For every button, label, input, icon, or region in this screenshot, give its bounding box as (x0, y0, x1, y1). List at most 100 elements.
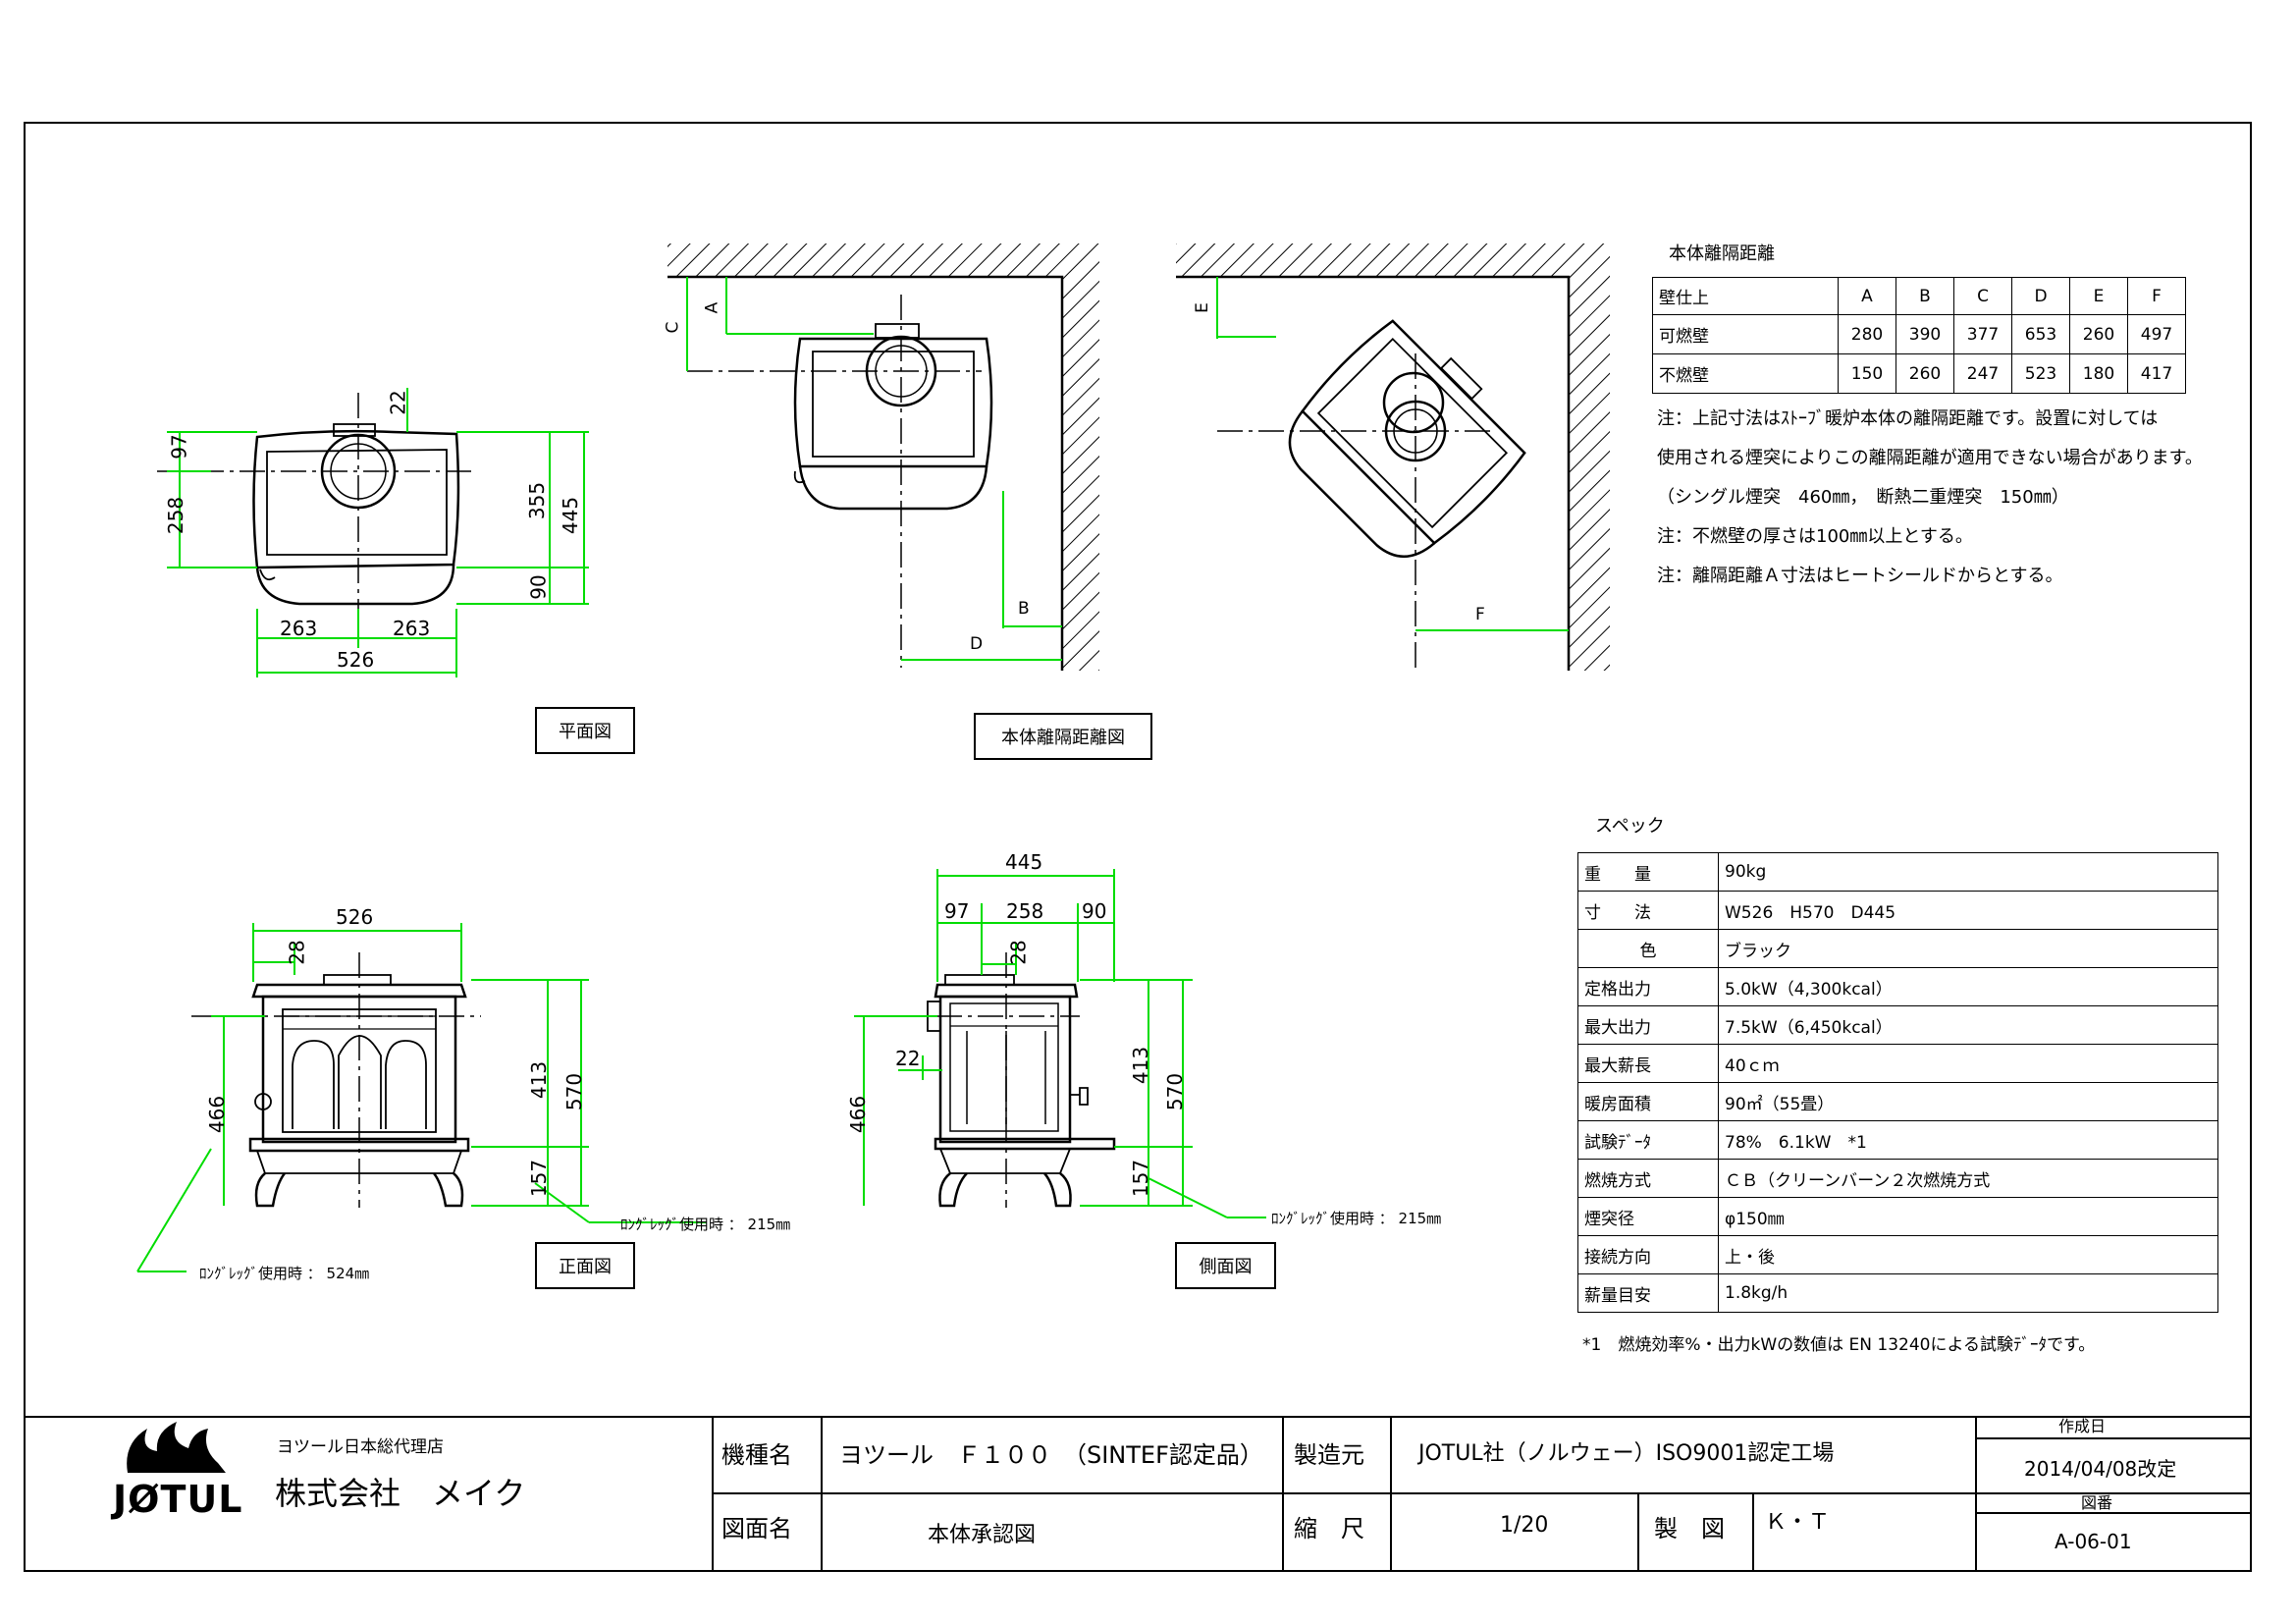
side-dim-466: 466 (846, 1095, 871, 1134)
spec-label: 燃焼方式 (1577, 1159, 1719, 1198)
table-row: 可燃壁 280 390 377 653 260 497 (1652, 314, 2186, 354)
drawing-label: 図面名 (721, 1515, 792, 1542)
clearance-label-A: A (702, 301, 722, 314)
date-value: 2014/04/08改定 (2024, 1457, 2177, 1481)
front-dim-157: 157 (527, 1159, 552, 1198)
spec-value: 5.0kW（4,300kcal） (1718, 967, 2218, 1006)
spec-title: スペック (1595, 816, 1665, 837)
side-view-centerlines (854, 952, 1080, 1208)
clearance-cell: 247 (1953, 353, 2012, 394)
clearance-label-F: F (1475, 605, 1485, 624)
clearance-label-E: E (1192, 302, 1212, 313)
title-block-divider (24, 1416, 2252, 1418)
clearance-note: 注：上記寸法はｽﾄｰﾌﾞ暖炉本体の離隔距離です。設置に対しては (1657, 408, 2159, 429)
plan-dim-90: 90 (526, 574, 551, 600)
title-block-hline-4 (1975, 1512, 2252, 1514)
clearance-cell: 653 (2011, 314, 2070, 354)
front-dim-526: 526 (336, 905, 374, 929)
clearance-note: 使用される煙突によりこの離隔距離が適用できない場合があります。 (1657, 448, 2203, 468)
spec-value: W526 H570 D445 (1718, 891, 2218, 930)
plan-dim-97: 97 (167, 434, 191, 460)
clearance-cell: 523 (2011, 353, 2070, 394)
clearance-header-E: E (2069, 277, 2128, 315)
spec-value: 7.5kW（6,450kcal） (1718, 1005, 2218, 1045)
spec-label: 薪量目安 (1577, 1273, 1719, 1313)
clearance-cell: 497 (2127, 314, 2186, 354)
front-dim-28: 28 (285, 940, 309, 965)
clearance-cell: 280 (1838, 314, 1896, 354)
front-dim-466: 466 (205, 1095, 230, 1134)
clearance-header-B: B (1896, 277, 1954, 315)
clearance-label-C: C (663, 321, 683, 334)
spec-label: 試験ﾃﾞｰﾀ (1577, 1120, 1719, 1160)
clearance-header-D: D (2011, 277, 2070, 315)
spec-value: 90kg (1718, 852, 2218, 892)
title-block-vline-6 (1752, 1494, 1754, 1572)
model-value: ヨツール Ｆ１００ （SINTEF認定品） (839, 1441, 1263, 1469)
front-dim-570: 570 (562, 1072, 587, 1111)
clearance-cell: 260 (2069, 314, 2128, 354)
drawing-value: 本体承認図 (928, 1523, 1037, 1547)
plan-dim-22: 22 (386, 390, 410, 415)
side-dim-413: 413 (1129, 1046, 1153, 1085)
clearance-header-F: F (2127, 277, 2186, 315)
plan-dim-526: 526 (337, 648, 375, 672)
agency-text: ヨツール日本総代理店 (277, 1437, 444, 1457)
plan-dim-445: 445 (559, 496, 583, 535)
table-row: 接続方向上・後 (1577, 1235, 2218, 1274)
number-value: A-06-01 (2055, 1530, 2132, 1553)
title-block-hline-2 (1975, 1437, 2252, 1439)
plan-dim-263-right: 263 (393, 617, 431, 640)
front-view-centerlines (191, 952, 481, 1208)
drafter-label: 製 図 (1654, 1515, 1725, 1542)
title-block-vline-4 (1390, 1416, 1392, 1572)
clearance-cell: 260 (1896, 353, 1954, 394)
clearance-wall-2 (1176, 243, 1610, 671)
spec-label: 最大薪長 (1577, 1044, 1719, 1083)
title-block-hline-1 (712, 1492, 1975, 1494)
side-long-leg-note: ﾛﾝｸﾞﾚｯｸﾞ使用時 ： 215㎜ (1271, 1210, 1442, 1227)
side-dim-445: 445 (1005, 850, 1043, 874)
jotul-flame-icon (127, 1422, 226, 1473)
clearance-note: 注：不燃壁の厚さは100㎜以上とする。 (1657, 526, 1973, 547)
clearance-centerlines-1 (687, 295, 982, 668)
title-block-vline-5 (1637, 1494, 1639, 1572)
spec-value: 78% 6.1kW *1 (1718, 1120, 2218, 1160)
table-row: 色ブラック (1577, 929, 2218, 968)
clearance-note: （シングル煙突 460㎜， 断熱二重煙突 150㎜） (1657, 487, 2069, 508)
spec-footnote: *1 燃焼効率%・出力kWの数値は EN 13240による試験ﾃﾞｰﾀです。 (1582, 1335, 2096, 1355)
clearance-header-A: A (1838, 277, 1896, 315)
side-dim-570: 570 (1163, 1072, 1188, 1111)
clearance-cell: 390 (1896, 314, 1954, 354)
sheet-border (24, 122, 2252, 1572)
clearance-stove-1 (793, 323, 993, 511)
spec-label: 寸 法 (1577, 891, 1719, 930)
scale-value: 1/20 (1500, 1513, 1549, 1538)
clearance-cell: 150 (1838, 353, 1896, 394)
side-dim-90: 90 (1082, 899, 1107, 923)
company-name: 株式会社 メイク (275, 1475, 526, 1512)
front-long-leg-note-2: ﾛﾝｸﾞﾚｯｸﾞ使用時 ： 524㎜ (199, 1265, 370, 1282)
side-dim-258: 258 (1006, 899, 1044, 923)
clearance-dims-2 (1216, 277, 1569, 631)
plan-view-dimension-lines (167, 388, 589, 677)
spec-label: 接続方向 (1577, 1235, 1719, 1274)
spec-value: ＣＢ（クリーンバーン２次燃焼方式 (1718, 1159, 2218, 1198)
clearance-header-C: C (1953, 277, 2012, 315)
clearance-note: 注：離隔距離Ａ寸法はヒートシールドからとする。 (1657, 566, 2063, 586)
clearance-row-label: 可燃壁 (1652, 314, 1839, 354)
plan-view-drawing (252, 423, 460, 606)
title-block-hline-3 (1975, 1492, 2252, 1494)
front-long-leg-note-1: ﾛﾝｸﾞﾚｯｸﾞ使用時 ： 215㎜ (620, 1216, 791, 1233)
spec-value: 40ｃｍ (1718, 1044, 2218, 1083)
